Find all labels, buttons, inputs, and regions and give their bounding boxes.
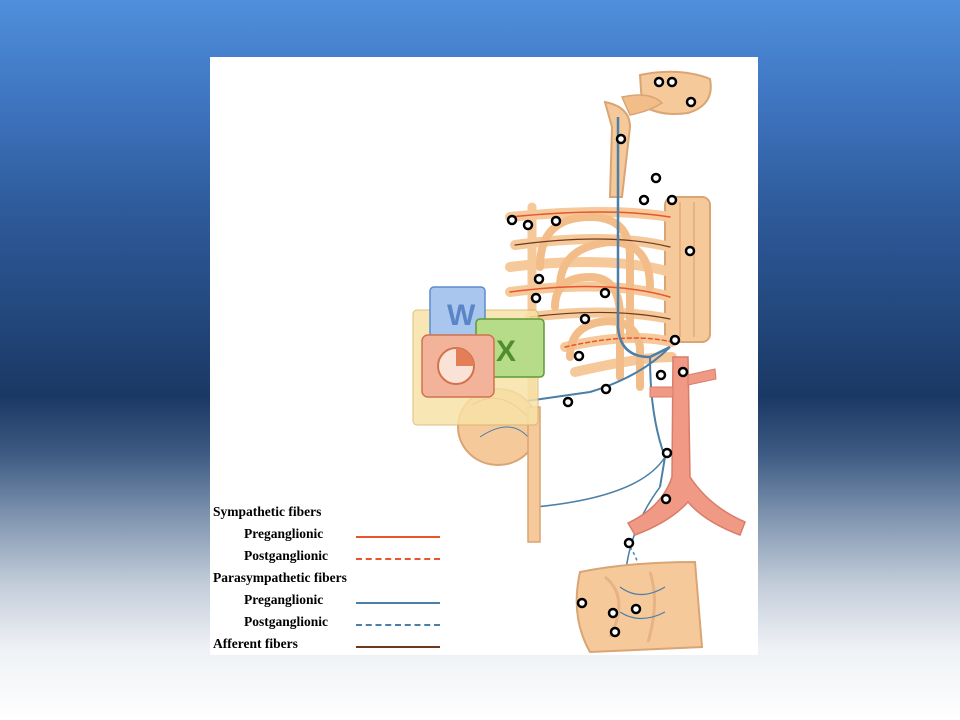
marker-dot [638,194,650,206]
legend: Sympathetic fibers Preganglionic Postgan… [210,504,450,654]
legend-sympathetic-preganglionic: Preganglionic [244,526,324,541]
marker-dot [630,603,642,615]
marker-dot [506,214,518,226]
legend-sympathetic-postganglionic: Postganglionic [244,548,329,563]
marker-dot [661,447,673,459]
marker-dot [607,607,619,619]
marker-dot [623,537,635,549]
marker-dot [653,76,665,88]
marker-dot [669,334,681,346]
marker-dot [684,245,696,257]
marker-dot [600,383,612,395]
marker-dot [609,626,621,638]
marker-dot [599,287,611,299]
svg-text:X: X [496,335,516,368]
legend-parasympathetic-postganglionic: Postganglionic [244,614,329,629]
marker-dot [666,76,678,88]
marker-dot [685,96,697,108]
legend-line-sympathetic-pre [356,536,440,538]
marker-dot [562,396,574,408]
marker-dot [655,369,667,381]
marker-dot [666,194,678,206]
marker-dot [579,313,591,325]
legend-sympathetic-heading: Sympathetic fibers [213,504,322,519]
autonomic-diagram: W X [412,70,746,654]
marker-dot [615,133,627,145]
legend-line-parasympathetic-pre [356,602,440,604]
marker-dot [522,219,534,231]
marker-dot [530,292,542,304]
office-apps-icon: W X [412,286,545,426]
marker-dot [576,597,588,609]
diagram-panel: W X [210,57,758,655]
legend-parasympathetic-heading: Parasympathetic fibers [213,570,347,585]
legend-line-parasympathetic-post [356,624,440,626]
spinal-cord [664,196,711,343]
legend-afferent-heading: Afferent fibers [213,636,298,651]
marker-dots [506,76,697,638]
marker-dot [660,493,672,505]
marker-dot [573,350,585,362]
svg-text:W: W [447,299,476,332]
legend-line-sympathetic-post [356,558,440,560]
marker-dot [677,366,689,378]
marker-dot [533,273,545,285]
aorta-vessel [626,356,746,536]
legend-line-afferent [356,646,440,648]
marker-dot [550,215,562,227]
marker-dot [650,172,662,184]
legend-parasympathetic-preganglionic: Preganglionic [244,592,324,607]
